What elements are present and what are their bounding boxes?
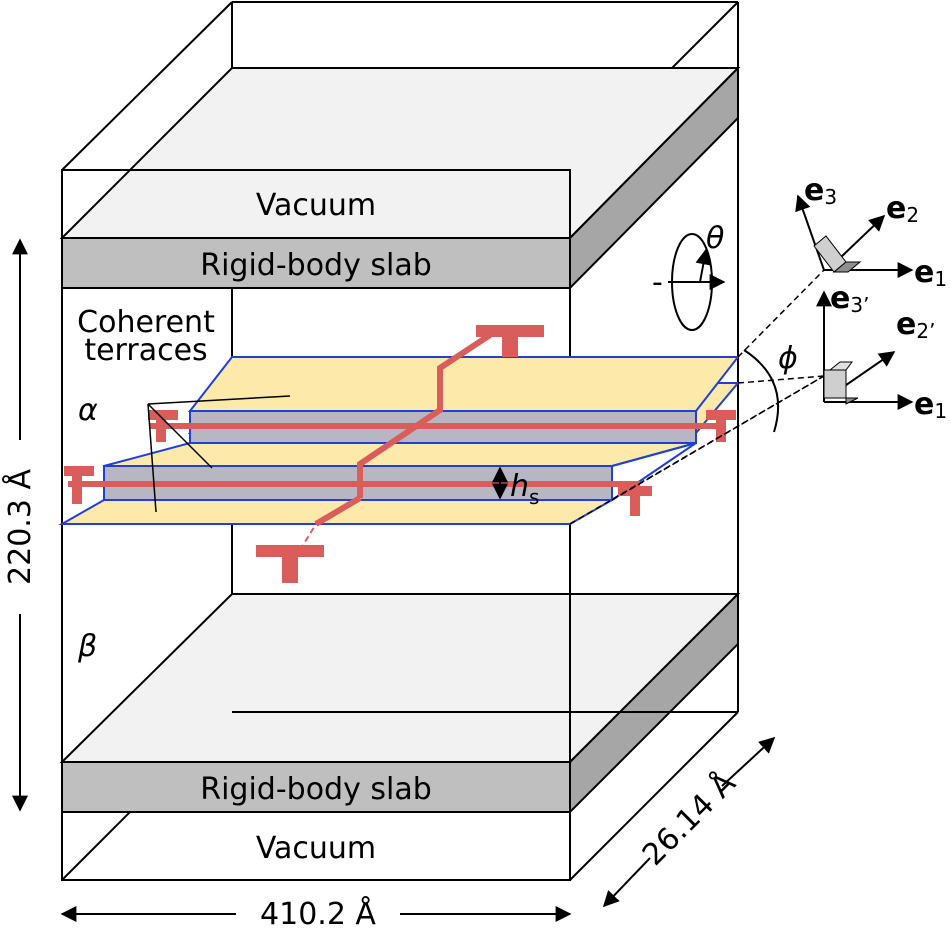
e3-bottom-label: e3’ bbox=[830, 281, 869, 317]
width-dimension-label: 410.2 Å bbox=[260, 896, 376, 932]
rotation-theta-symbol bbox=[668, 233, 726, 331]
vacuum-top-label: Vacuum bbox=[256, 188, 376, 223]
e3-top-label: e3 bbox=[804, 173, 837, 209]
terrace-leader-lines bbox=[147, 395, 291, 513]
slab-bottom-label: Rigid-body slab bbox=[200, 772, 432, 807]
coherent-label-line1: Coherent bbox=[77, 305, 215, 340]
e2-bottom-label: e2’ bbox=[896, 307, 935, 343]
height-dimension-label: 220.3 Å bbox=[2, 469, 38, 585]
step-height-label: hs bbox=[510, 469, 539, 509]
upper-step-top bbox=[187, 356, 741, 412]
e2-top-label: e2 bbox=[886, 191, 919, 227]
e1-bottom-label: e1 bbox=[914, 387, 947, 423]
e1-top-label: e1 bbox=[914, 255, 947, 291]
coherent-label-line2: terraces bbox=[84, 333, 207, 368]
dislocation-lines bbox=[68, 329, 720, 551]
alpha-label: α bbox=[78, 393, 98, 428]
depth-dimension-arrow bbox=[602, 736, 776, 908]
phi-arc bbox=[743, 349, 780, 433]
slab-top-label: Rigid-body slab bbox=[200, 248, 432, 283]
dislocation-symbols bbox=[64, 325, 736, 583]
prism-top bbox=[813, 235, 862, 273]
prism-bottom bbox=[823, 361, 859, 405]
theta-label: θ bbox=[706, 221, 724, 256]
phi-label: ϕ bbox=[778, 341, 798, 376]
beta-label: β bbox=[77, 629, 97, 664]
vacuum-bottom-label: Vacuum bbox=[256, 831, 376, 866]
depth-dimension-label: 26.14 Å bbox=[635, 765, 743, 873]
middle-terrace bbox=[103, 442, 697, 467]
rotation-sign: - bbox=[652, 265, 663, 300]
phi-angle-lines bbox=[569, 269, 825, 525]
